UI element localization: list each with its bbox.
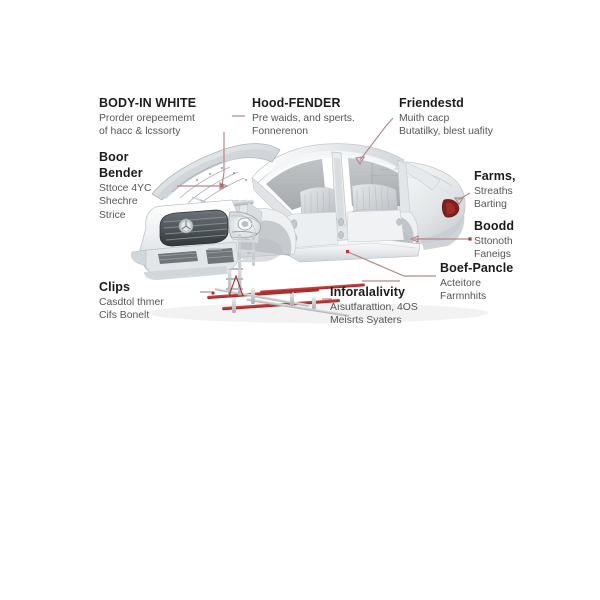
label-line-1: Muith cacp bbox=[399, 112, 450, 124]
label-line-1: Pre waids, and sperts. bbox=[252, 112, 355, 124]
label-title: Clips bbox=[99, 280, 131, 294]
label-title-line-2: Bender bbox=[99, 165, 143, 180]
label-title: Farms, bbox=[474, 169, 516, 183]
label-line-3: Strice bbox=[99, 209, 126, 221]
label-line-1: Streaths bbox=[474, 185, 513, 197]
label-title: BODY-IN WHITE bbox=[99, 96, 197, 110]
label-title: Inforalalivity bbox=[330, 285, 406, 299]
label-title: Hood-FENDER bbox=[252, 96, 341, 110]
sill-ladder-detail bbox=[237, 232, 255, 270]
label-boef-pancle[interactable]: Boef-Pancle Acteitore Farmnhits bbox=[440, 261, 570, 304]
label-line-1: Casdtol thmer bbox=[99, 296, 164, 308]
label-friendestd[interactable]: Friendestd Muith cacp Butatilky, blest u… bbox=[399, 96, 559, 139]
chassis-rail-assembly bbox=[207, 262, 365, 317]
c-pillar bbox=[397, 159, 411, 213]
label-title: Friendestd bbox=[399, 96, 464, 110]
label-line-1: Sttonoth bbox=[474, 235, 513, 247]
leader-lines bbox=[177, 115, 472, 300]
label-line-1: Aısutfarattion, 4OS bbox=[330, 301, 418, 313]
label-clips[interactable]: Clips Casdtol thmer Cifs Bonelt bbox=[99, 280, 219, 323]
label-line-2: of hacc & lcssorty bbox=[99, 126, 181, 138]
label-body-in-white[interactable]: BODY-IN WHITE Prorder orepeememt of hacc… bbox=[99, 96, 259, 139]
label-line-2: Meisrts Syaters bbox=[330, 315, 402, 327]
label-farms[interactable]: Farms, Streaths Barting bbox=[474, 169, 564, 212]
label-title-line-1: Boor bbox=[99, 150, 129, 164]
label-title: Boodd bbox=[474, 219, 515, 233]
rear-door-opening bbox=[346, 209, 405, 243]
label-inforalalivity[interactable]: Inforalalivity Aısutfarattion, 4OS Meisr… bbox=[330, 285, 490, 328]
label-line-2: Fonnerenon bbox=[252, 126, 309, 138]
label-line-2: Faneigs bbox=[474, 249, 511, 261]
label-line-2: Cifs Bonelt bbox=[99, 310, 150, 322]
label-line-2: Butatilky, blest uafity bbox=[399, 126, 493, 138]
label-line-1: Prorder orepeememt bbox=[99, 112, 195, 124]
label-line-2: Farmnhits bbox=[440, 291, 487, 303]
label-boor-bender[interactable]: Boor Bender Sttoce 4YC Shechre Strice bbox=[99, 150, 209, 223]
label-line-2: Shechre bbox=[99, 196, 138, 208]
front-grille bbox=[159, 209, 229, 247]
label-title: Boef-Pancle bbox=[440, 261, 514, 275]
label-line-1: Acteitore bbox=[440, 277, 482, 289]
label-line-1: Sttoce 4YC bbox=[99, 182, 152, 194]
label-hood-fender[interactable]: Hood-FENDER Pre waids, and sperts. Fonne… bbox=[252, 96, 402, 139]
label-line-2: Barting bbox=[474, 199, 507, 211]
label-boodd[interactable]: Boodd Sttonoth Faneigs bbox=[474, 219, 564, 262]
